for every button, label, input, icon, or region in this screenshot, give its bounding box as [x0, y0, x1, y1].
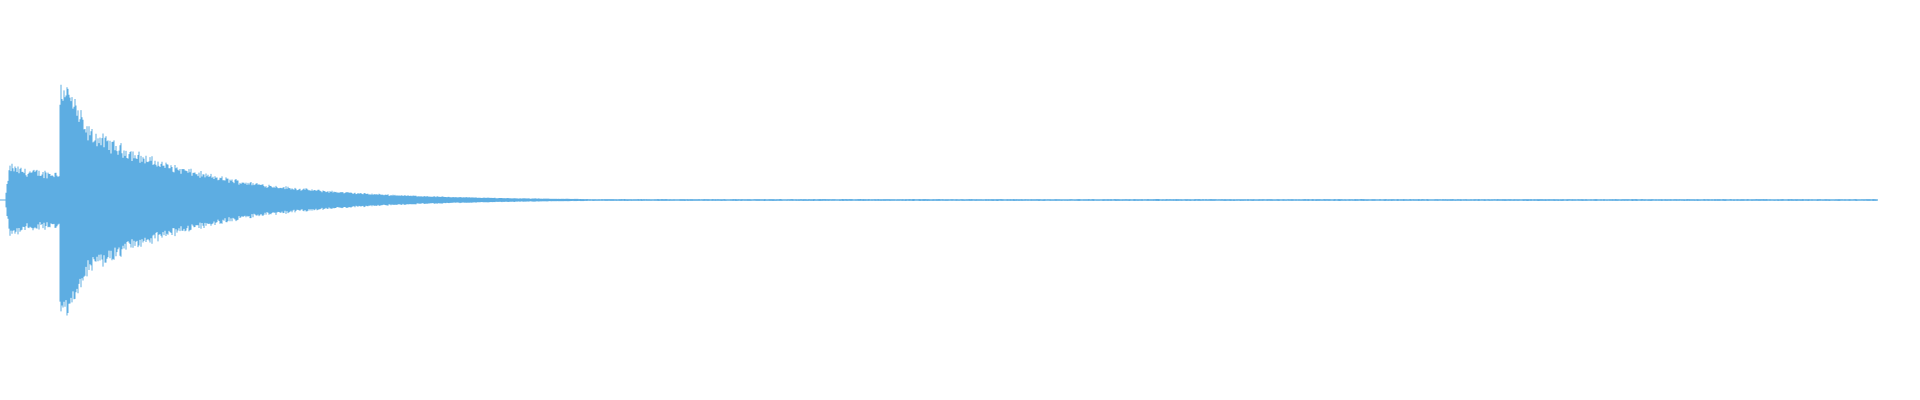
waveform-view[interactable]	[0, 0, 1920, 400]
audio-waveform[interactable]	[0, 0, 1920, 400]
